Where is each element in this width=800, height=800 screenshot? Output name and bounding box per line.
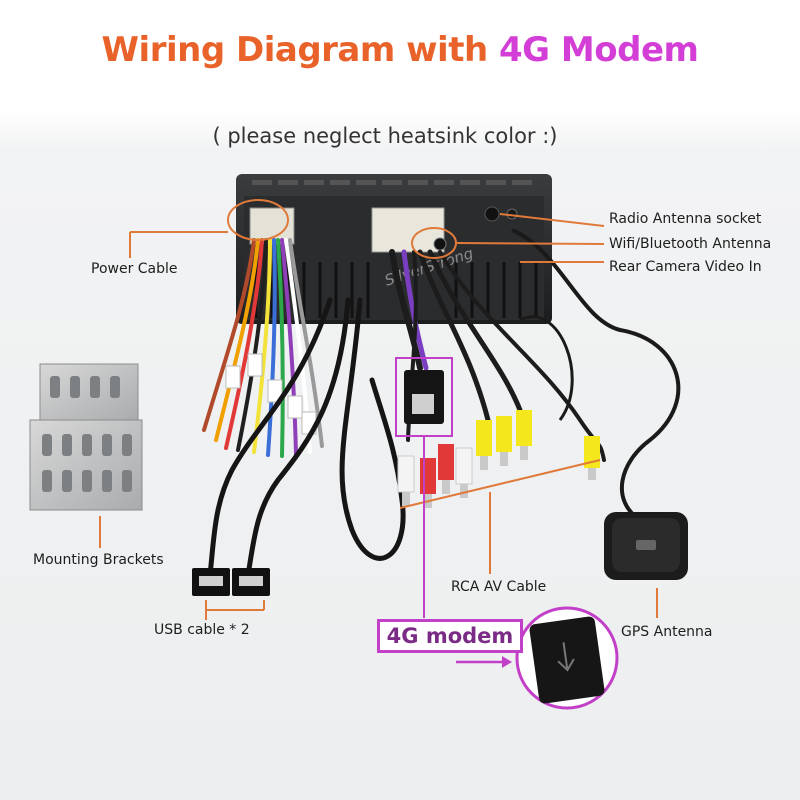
title-highlight: 4G Modem (499, 30, 699, 70)
gps-antenna-puck (604, 512, 688, 580)
rca-plug-white-1 (397, 455, 415, 493)
usb-port-1 (199, 576, 223, 586)
label-mounting-brackets: Mounting Brackets (33, 552, 164, 568)
rca-plugs (397, 410, 600, 508)
wifi-antenna-socket (433, 237, 447, 251)
label-radio-antenna: Radio Antenna socket (609, 211, 762, 227)
page-subtitle: ( please neglect heatsink color :) (212, 124, 558, 148)
rca-plug-yellow-3 (516, 410, 532, 446)
radio-antenna-socket (484, 206, 500, 222)
label-wifi-bluetooth-antenna: Wifi/Bluetooth Antenna (609, 236, 772, 252)
modem-connector-pins (412, 394, 434, 414)
rear-camera-cable (519, 315, 574, 421)
page-title: Wiring Diagram with 4G Modem (0, 30, 800, 70)
gps-cable (511, 228, 681, 522)
callout-leaders (99, 199, 658, 620)
power-callout-circle (227, 199, 289, 241)
rca-plug-red-2 (438, 444, 454, 480)
usb-connectors (192, 568, 270, 596)
bracket-bottom (29, 419, 143, 511)
label-4g-modem: 4G modem (377, 619, 523, 653)
rca-plug-yellow-2 (496, 416, 512, 452)
rca-plug-red-1 (420, 458, 436, 494)
title-prefix: Wiring Diagram with (101, 30, 489, 70)
vent-slots (252, 180, 532, 185)
rca-plug-white-2 (455, 447, 473, 485)
main-harness-connector (371, 207, 445, 253)
modem-insert-arrow-icon (557, 642, 575, 672)
mounting-brackets (29, 363, 143, 511)
label-usb-cable: USB cable * 2 (154, 622, 250, 638)
label-power-cable: Power Cable (91, 261, 178, 277)
gps-puck-badge (636, 540, 656, 550)
modem-device-inset (515, 606, 619, 710)
rca-plug-yellow-1 (476, 420, 492, 456)
usb-port-2 (239, 576, 263, 586)
label-rca-av-cable: RCA AV Cable (451, 579, 547, 595)
usb-cables (207, 297, 406, 578)
modem-pointer-arrowhead-icon (502, 656, 512, 668)
label-rear-camera: Rear Camera Video In (609, 259, 762, 275)
label-gps-antenna: GPS Antenna (621, 624, 713, 640)
